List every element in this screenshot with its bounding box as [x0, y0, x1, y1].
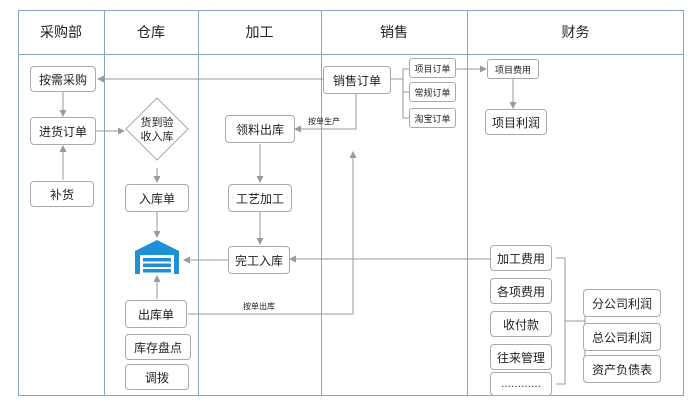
- lane-divider: [467, 10, 468, 396]
- box-stocktake: 库存盘点: [125, 334, 191, 360]
- receive-check-diamond: [125, 97, 189, 161]
- lane-header-processing: 加工: [245, 25, 274, 41]
- box-processing-cost: 加工费用: [490, 245, 552, 271]
- box-transfer: 调拨: [125, 364, 189, 390]
- edge-label-outbound-by-order: 按单出库: [243, 302, 275, 311]
- arrow-sales-to-material: [294, 94, 357, 133]
- finance-bracket: [556, 257, 566, 385]
- lane-header-purchasing: 采购部: [40, 25, 82, 41]
- box-hq-profit: 总公司利润: [583, 323, 661, 351]
- warehouse-icon: [135, 240, 179, 274]
- box-taobao-order: 淘宝订单: [409, 108, 456, 128]
- box-finished-inbound: 完工入库: [228, 246, 290, 274]
- lane-divider: [104, 10, 105, 396]
- box-regular-order: 常规订单: [409, 82, 456, 102]
- box-project-profit: 项目利润: [485, 109, 547, 135]
- order-type-bracket: [402, 68, 409, 119]
- swimlane-frame: [18, 10, 684, 396]
- header-divider: [18, 54, 684, 55]
- receive-check-line-2: 收入库: [140, 130, 174, 143]
- receive-check-line-1: 货到验: [140, 116, 174, 129]
- box-material-issue: 领料出库: [225, 115, 295, 143]
- box-sales-order: 销售订单: [323, 66, 391, 94]
- box-balance-sheet: 资产负债表: [583, 355, 661, 383]
- box-outbound-slip: 出库单: [125, 300, 187, 328]
- receive-check-label: 货到验 收入库: [126, 110, 188, 150]
- box-receipts-payments: 收付款: [490, 311, 552, 337]
- box-craft-processing: 工艺加工: [228, 184, 292, 212]
- lane-header-sales: 销售: [380, 25, 408, 41]
- arrow-outbound-to-sales: [188, 151, 357, 315]
- lane-header-warehouse: 仓库: [137, 25, 165, 41]
- box-branch-profit: 分公司利润: [583, 289, 661, 317]
- box-more: …………: [490, 372, 552, 396]
- box-on-demand-purchase: 按需采购: [30, 66, 96, 92]
- box-project-order: 项目订单: [409, 58, 456, 78]
- box-inbound-slip: 入库单: [125, 184, 189, 212]
- box-expenses: 各项费用: [490, 278, 552, 304]
- lane-divider: [198, 10, 199, 396]
- box-accounts-management: 往来管理: [490, 344, 552, 370]
- box-project-cost: 项目费用: [487, 59, 539, 79]
- box-replenish: 补货: [30, 181, 94, 207]
- edge-label-produce-by-order: 按单生产: [308, 117, 340, 126]
- lane-header-finance: 财务: [561, 25, 590, 41]
- lane-divider: [321, 10, 322, 396]
- box-purchase-order: 进货订单: [30, 117, 96, 145]
